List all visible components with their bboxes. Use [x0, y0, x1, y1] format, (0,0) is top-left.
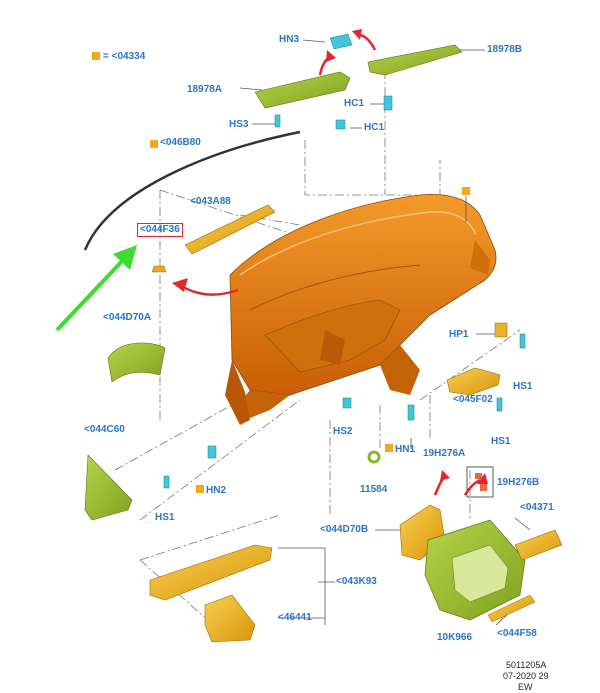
label-043a88: <043A88	[190, 196, 231, 207]
footer-ref: 5011205A	[506, 660, 547, 670]
bracket-045f02	[446, 367, 501, 396]
bracket-04371	[514, 529, 563, 561]
label-046b80: <046B80	[160, 137, 201, 148]
trim-18978b	[367, 44, 463, 76]
label-hs3: HS3	[229, 119, 249, 130]
label-46441: <46441	[278, 612, 312, 623]
label-10k966: 10K966	[437, 632, 473, 643]
legend-marker	[92, 52, 100, 60]
strip-044f58	[487, 594, 536, 623]
label-hc1-top: HC1	[344, 98, 365, 109]
legend-text: = <04334	[103, 51, 146, 62]
green-arrow	[55, 245, 137, 332]
label-hs1-left: HS1	[155, 512, 175, 523]
side-trim-044d70a	[107, 342, 166, 383]
label-hn3: HN3	[279, 34, 300, 45]
label-19h276b: 19H276B	[497, 477, 540, 488]
marker-square	[385, 444, 393, 452]
bolster-043k93	[149, 544, 273, 601]
panel-46441	[204, 594, 256, 643]
label-04371: <04371	[520, 502, 554, 513]
label-044f58: <044F58	[497, 628, 537, 639]
end-cap-044c60	[84, 454, 133, 521]
label-hs1-mid: HS1	[491, 436, 511, 447]
label-11584: 11584	[360, 484, 388, 495]
marker-square	[196, 485, 204, 493]
label-18978b: 18978B	[487, 44, 523, 55]
marker-square	[462, 187, 470, 195]
label-hp1: HP1	[449, 329, 469, 340]
label-044d70a: <044D70A	[103, 312, 152, 323]
grommet-11584	[367, 450, 381, 464]
label-043k93: <043K93	[336, 576, 377, 587]
nut-hp1	[494, 322, 508, 338]
label-hc1-bottom: HC1	[364, 122, 385, 133]
label-044c60: <044C60	[84, 424, 125, 435]
label-hn2: HN2	[206, 485, 227, 496]
center-bezel-10k966	[424, 519, 526, 621]
fasteners	[163, 33, 526, 489]
label-045f02: <045F02	[453, 394, 493, 405]
leader-lines	[239, 39, 531, 626]
footer-date: 07-2020 29	[503, 671, 549, 681]
label-19h276a: 19H276A	[423, 448, 466, 459]
red-arrow-heads	[172, 29, 488, 484]
wire-harness-arc	[83, 130, 301, 251]
trim-18978a	[254, 71, 351, 109]
label-hs2: HS2	[333, 426, 353, 437]
label-18978a: 18978A	[187, 84, 223, 95]
defroster-strip	[184, 204, 276, 255]
label-044f36: <044F36	[137, 223, 183, 237]
box-19h276b	[466, 466, 494, 498]
projection-lines	[114, 70, 521, 641]
marker-square	[150, 140, 158, 148]
label-044d70b: <044D70B	[320, 524, 369, 535]
footer-code: EW	[518, 682, 533, 692]
clip-044f36	[151, 265, 167, 273]
label-hs1-right: HS1	[513, 381, 533, 392]
label-hn1: HN1	[395, 444, 416, 455]
instrument-panel	[225, 194, 497, 425]
clips-19h276	[475, 473, 487, 491]
